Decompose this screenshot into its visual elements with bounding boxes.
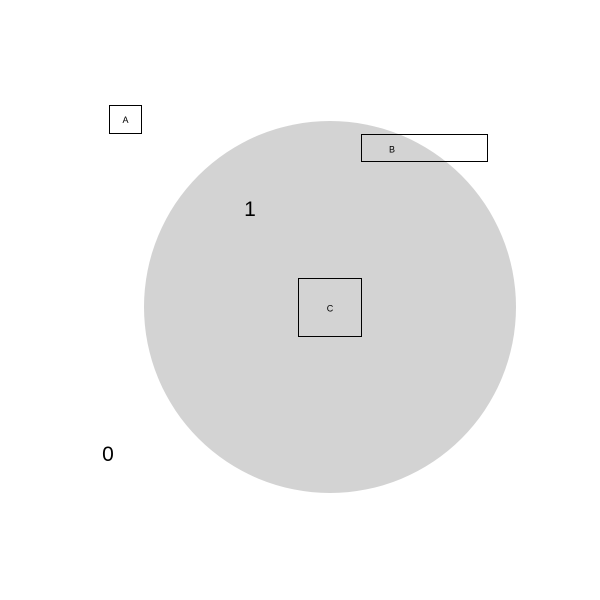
box-b-label: B — [389, 145, 395, 155]
box-b-frame — [361, 134, 488, 162]
box-c-label: C — [327, 304, 334, 314]
region-label-outside: 0 — [102, 443, 114, 466]
box-a-frame — [109, 105, 142, 134]
box-a-label: A — [122, 115, 128, 125]
box-c: C — [298, 278, 362, 337]
box-a: A — [109, 105, 142, 134]
box-b: B — [361, 134, 488, 162]
region-label-inside: 1 — [244, 198, 256, 221]
set-circle — [144, 121, 516, 493]
box-c-frame — [298, 278, 362, 337]
